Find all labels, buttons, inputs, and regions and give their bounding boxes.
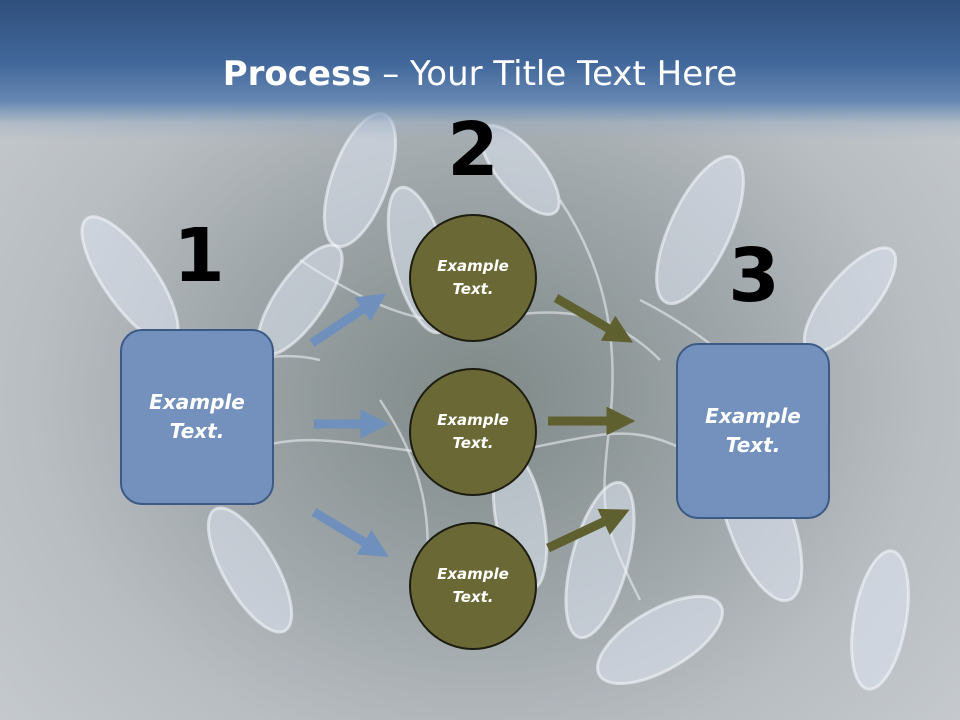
step-number-1: 1 [173, 213, 225, 299]
arrow-right-bottom [546, 508, 630, 553]
title-bar [0, 0, 960, 140]
title-rest: – Your Title Text Here [371, 54, 738, 94]
step-1-box: Example Text. [120, 329, 274, 505]
circle-top-label: Example Text. [437, 257, 509, 298]
step-number-2: 2 [447, 107, 499, 193]
step-1-label: Example Text. [149, 390, 245, 443]
arrow-right-top [553, 294, 633, 343]
circle-middle-label: Example Text. [437, 411, 509, 452]
title-bold: Process [222, 54, 372, 94]
circle-bottom: Example Text. [409, 522, 537, 650]
arrow-left-top [309, 293, 387, 347]
arrow-left-bottom [311, 508, 389, 557]
step-number-3: 3 [728, 233, 780, 319]
circle-bottom-label: Example Text. [437, 565, 509, 606]
circle-middle: Example Text. [409, 368, 537, 496]
step-3-label: Example Text. [705, 404, 801, 457]
slide-title: Process – Your Title Text Here [0, 52, 960, 96]
circle-top: Example Text. [409, 214, 537, 342]
step-3-box: Example Text. [676, 343, 830, 519]
